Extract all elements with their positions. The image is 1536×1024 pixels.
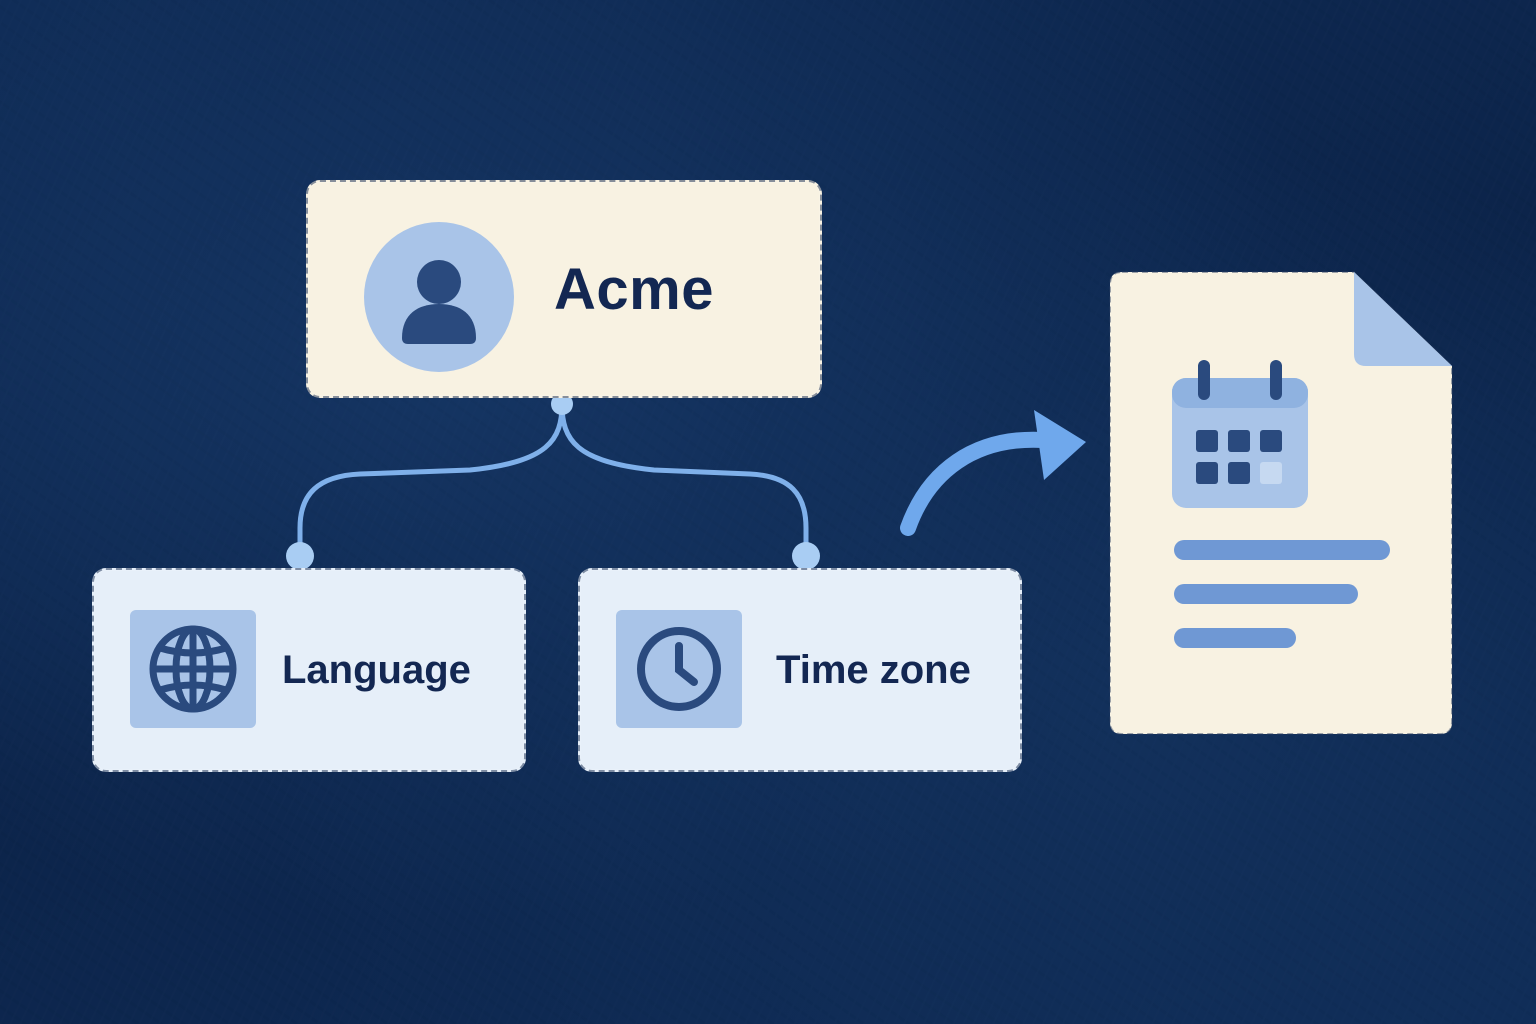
calendar-icon [1172, 360, 1308, 508]
arrow-icon [900, 410, 1086, 536]
connector-root-to-timezone [559, 401, 809, 557]
globe-icon [130, 610, 256, 728]
language-card[interactable]: Language [92, 568, 526, 772]
connector-node-language [286, 542, 314, 570]
document-line [1174, 540, 1390, 560]
connector-node-timezone [792, 542, 820, 570]
document-text-lines [1174, 540, 1404, 672]
clock-icon [616, 610, 742, 728]
timezone-card[interactable]: Time zone [578, 568, 1022, 772]
language-label: Language [282, 648, 471, 692]
connector-root-to-language [297, 401, 565, 557]
connector-node-root [551, 393, 573, 415]
output-document[interactable] [1108, 270, 1454, 736]
timezone-label: Time zone [776, 648, 971, 692]
root-card[interactable]: Acme [306, 180, 822, 398]
document-line [1174, 628, 1296, 648]
document-line [1174, 584, 1358, 604]
root-label: Acme [554, 257, 714, 322]
user-icon [364, 222, 514, 372]
